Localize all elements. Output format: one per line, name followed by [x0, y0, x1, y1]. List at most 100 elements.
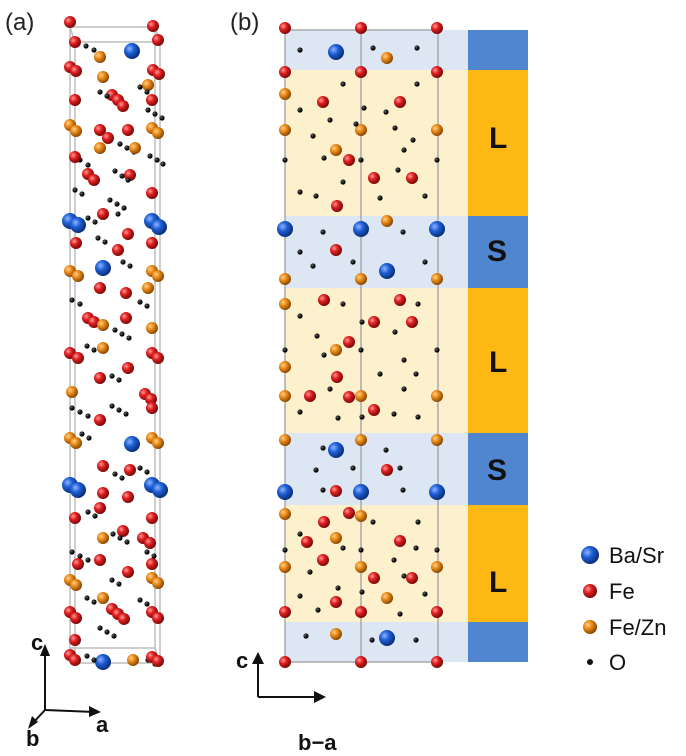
fe-zn-atom — [127, 654, 139, 666]
fe-atom — [97, 487, 109, 499]
fe-atom — [331, 200, 343, 212]
o-atom — [401, 357, 407, 363]
o-atom — [72, 187, 78, 193]
o-atom — [147, 153, 153, 159]
fe-zn-atom — [431, 273, 443, 285]
fe-atom — [70, 237, 82, 249]
o-atom — [297, 531, 303, 537]
o-atom — [116, 407, 122, 413]
o-atom — [125, 177, 131, 183]
o-atom — [83, 43, 89, 49]
o-atom — [152, 111, 158, 117]
o-atom — [115, 211, 121, 217]
o-atom — [84, 653, 90, 659]
o-atom — [112, 471, 118, 477]
fe-atom — [146, 558, 158, 570]
fe-atom — [279, 22, 291, 34]
panel-a-label: (a) — [5, 9, 34, 36]
o-atom — [85, 215, 91, 221]
fe-atom — [330, 244, 342, 256]
fe-zn-atom — [355, 510, 367, 522]
o-atom — [79, 191, 85, 197]
o-atom — [321, 155, 327, 161]
fe-atom — [102, 132, 114, 144]
fe-zn-atom — [66, 386, 78, 398]
legend-o-label: O — [609, 650, 626, 675]
fe-atom — [122, 124, 134, 136]
fe-atom — [431, 606, 443, 618]
o-atom — [391, 557, 397, 563]
o-atom — [413, 545, 419, 551]
o-atom — [335, 415, 341, 421]
o-atom — [358, 347, 364, 353]
o-atom — [327, 117, 333, 123]
panel-a-atoms — [62, 16, 168, 670]
ba-sr-atom — [353, 484, 369, 500]
o-atom — [313, 467, 319, 473]
fe-atom — [355, 22, 367, 34]
fe-atom — [69, 36, 81, 48]
block-label-l-1: L — [489, 122, 507, 155]
panel-b-label: (b) — [230, 9, 259, 36]
fe-zn-atom — [146, 322, 158, 334]
fe-zn-atom — [431, 434, 443, 446]
fe-atom — [70, 612, 82, 624]
fe-atom — [343, 154, 355, 166]
o-atom — [434, 547, 440, 553]
o-atom — [84, 343, 90, 349]
fe-atom — [146, 94, 158, 106]
fe-atom — [120, 312, 132, 324]
o-atom — [297, 313, 303, 319]
fe-atom — [146, 237, 158, 249]
fe-zn-atom — [355, 434, 367, 446]
fe-atom — [97, 460, 109, 472]
fe-zn-atom — [152, 127, 164, 139]
fe-atom — [94, 372, 106, 384]
o-atom — [397, 611, 403, 617]
o-atom — [340, 179, 346, 185]
l-block — [468, 70, 528, 216]
legend: Ba/Sr Fe Fe/Zn O — [581, 543, 666, 675]
fe-zn-atom — [97, 592, 109, 604]
o-atom — [79, 431, 85, 437]
fe-atom — [146, 187, 158, 199]
o-atom — [124, 539, 130, 545]
fe-atom — [88, 174, 100, 186]
fe-atom — [431, 66, 443, 78]
o-atom — [370, 519, 376, 525]
o-atom — [120, 259, 126, 265]
o-atom — [314, 333, 320, 339]
fe-atom — [69, 94, 81, 106]
fe-atom — [406, 572, 418, 584]
ba-sr-atom — [328, 442, 344, 458]
fe-zn-atom — [381, 52, 393, 64]
o-atom — [401, 147, 407, 153]
o-atom — [109, 577, 115, 583]
o-atom — [413, 637, 419, 643]
o-atom — [358, 157, 364, 163]
o-atom — [434, 347, 440, 353]
o-atom — [111, 633, 117, 639]
o-atom — [282, 547, 288, 553]
fe-atom — [152, 612, 164, 624]
o-atom — [303, 633, 309, 639]
o-atom — [121, 205, 127, 211]
ba-sr-atom — [353, 221, 369, 237]
fe-zn-atom — [279, 273, 291, 285]
o-atom — [361, 105, 367, 111]
fe-atom — [146, 402, 158, 414]
o-atom — [97, 625, 103, 631]
o-atom — [85, 162, 91, 168]
o-atom — [117, 141, 123, 147]
legend-fe-label: Fe — [609, 579, 635, 604]
block-label-s-1: S — [487, 235, 507, 268]
o-atom — [77, 301, 83, 307]
fe-zn-atom — [355, 561, 367, 573]
fe-zn-atom — [97, 71, 109, 83]
o-atom — [92, 219, 98, 225]
axis-a-label-a: a — [96, 712, 109, 737]
o-atom — [320, 487, 326, 493]
o-atom — [327, 386, 333, 392]
o-atom — [123, 411, 129, 417]
o-atom — [369, 637, 375, 643]
